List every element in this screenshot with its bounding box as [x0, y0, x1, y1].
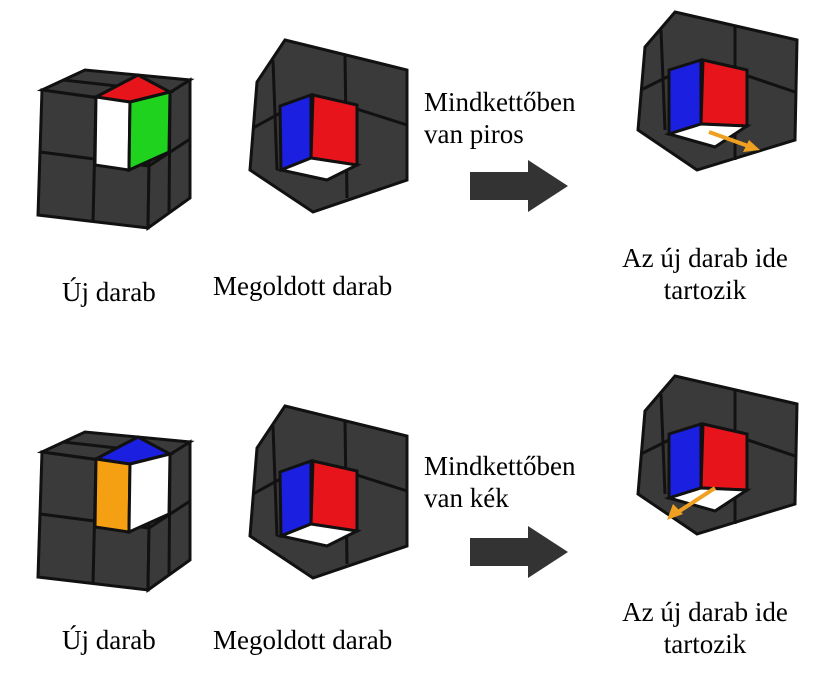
new-piece-front-sticker [93, 95, 132, 172]
note-text: Mindkettőben van piros [424, 86, 575, 150]
target-label: Az új darab ide tartozik [605, 596, 805, 660]
example-row-blue: Új darab Megoldott darab Mindkettőben va… [0, 346, 819, 692]
solved-piece-right-sticker [309, 93, 359, 167]
new-piece-label: Új darab [62, 625, 156, 655]
note-line-2: van kék [424, 483, 509, 513]
target-bottom-sticker [663, 486, 752, 513]
note-line-1: Mindkettőben [424, 451, 576, 481]
note-line-2: van piros [424, 119, 524, 149]
target-position-cube-svg [636, 10, 799, 172]
solved-piece-label: Megoldott darab [213, 271, 393, 301]
new-piece-cube [30, 430, 195, 593]
new-piece-cube-svg [36, 68, 195, 231]
new-piece-front-sticker [93, 457, 132, 534]
target-label-line-1: Az új darab ide [622, 597, 788, 627]
new-piece-right-sticker [127, 452, 172, 535]
target-right-sticker [699, 422, 749, 492]
placement-hint-arrow-icon [667, 486, 717, 520]
target-label-line-2: tartozik [663, 629, 747, 659]
solved-piece-cube [245, 404, 410, 581]
target-position-cube-svg [636, 374, 799, 536]
solved-piece-cube-svg [248, 38, 409, 214]
solved-piece-cube-svg [248, 404, 409, 580]
new-piece-cube-svg [36, 430, 195, 593]
note-line-1: Mindkettőben [424, 87, 576, 117]
target-left-sticker [667, 57, 703, 137]
new-piece-cube [30, 68, 195, 231]
target-bottom-sticker [663, 122, 752, 149]
target-position-cube [635, 374, 800, 536]
new-piece-right-sticker [127, 90, 172, 173]
right-arrow-icon [470, 160, 568, 217]
target-label: Az új darab ide tartozik [605, 242, 805, 306]
solved-piece-cube [245, 38, 410, 215]
target-label-line-2: tartozik [663, 275, 747, 305]
right-arrow-icon [470, 526, 568, 583]
target-label-line-1: Az új darab ide [622, 243, 788, 273]
target-left-sticker [667, 421, 703, 501]
placement-hint-arrow-icon [708, 130, 760, 152]
solved-piece-label: Megoldott darab [213, 625, 393, 655]
example-row-red: Új darab Megoldott darab Mindkettőben va… [0, 0, 819, 346]
solved-piece-bottom-sticker [275, 522, 362, 548]
note-text: Mindkettőben van kék [424, 450, 575, 514]
solved-piece-bottom-sticker [275, 156, 362, 182]
target-position-cube [635, 10, 800, 172]
target-right-sticker [699, 58, 749, 128]
new-piece-label: Új darab [62, 277, 156, 307]
solved-piece-right-sticker [309, 459, 359, 533]
